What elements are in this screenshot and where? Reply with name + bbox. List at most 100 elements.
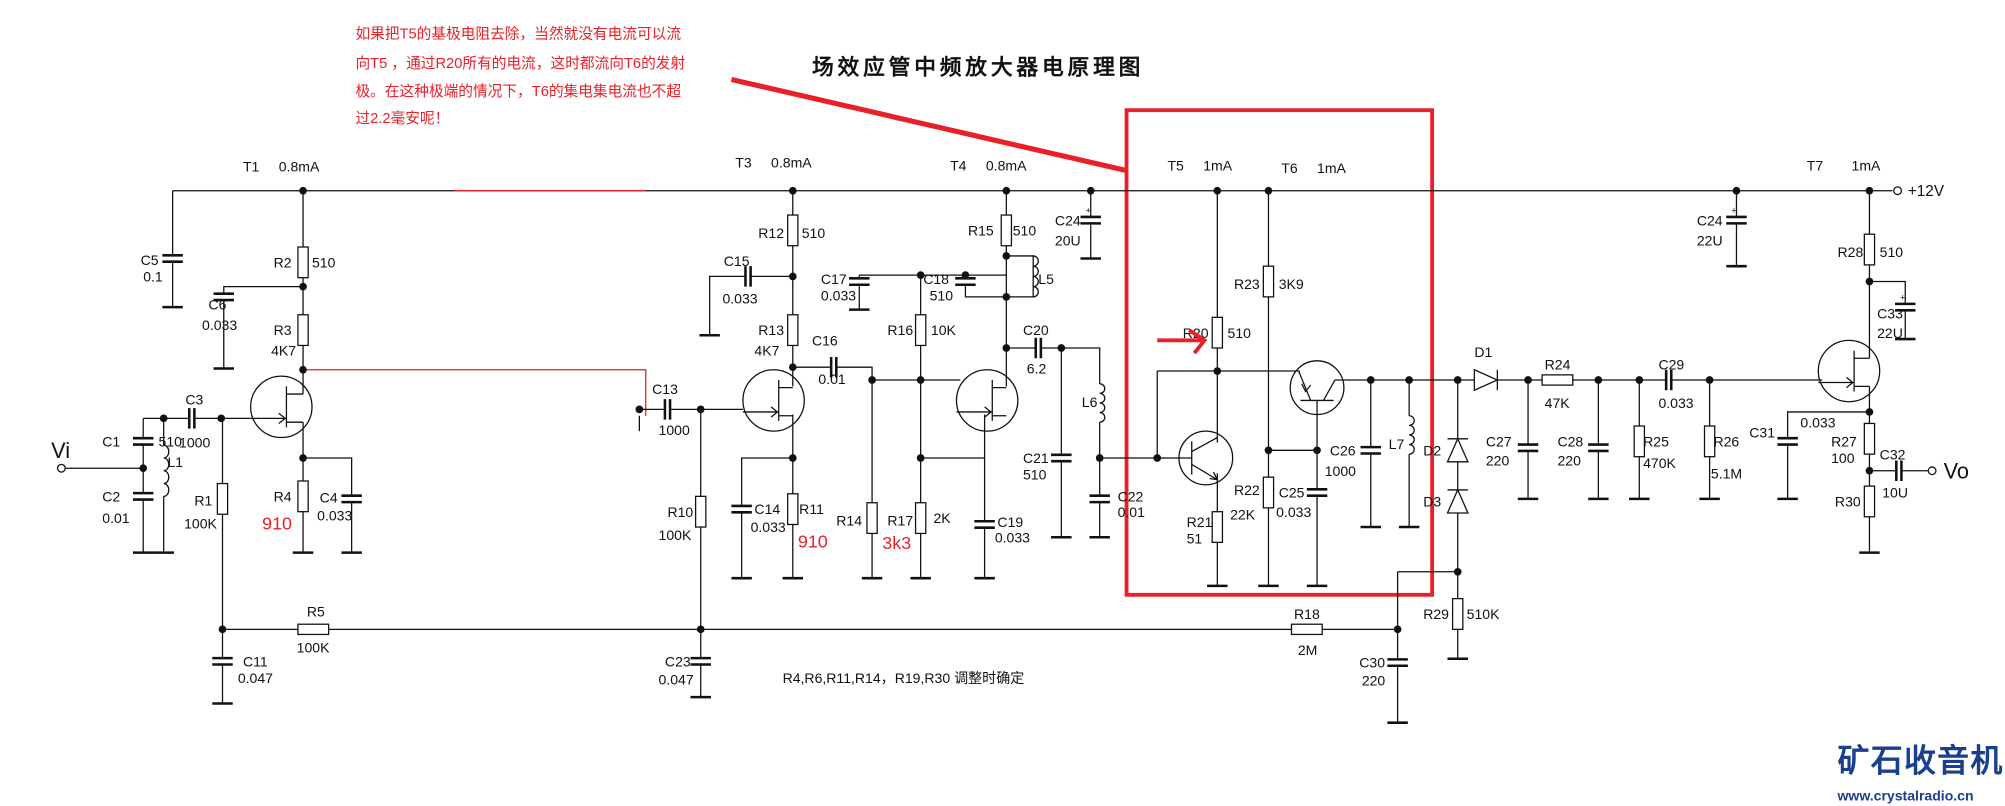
component-value: 22U [1697, 233, 1723, 249]
component-value: 0.8mA [771, 155, 812, 171]
transistor-body [1178, 430, 1234, 486]
output-terminal [1927, 466, 1937, 476]
resistor-r3 [297, 314, 309, 347]
component-ref: C2 [102, 488, 120, 504]
component-ref: R5 [307, 604, 325, 620]
component-value: 1000 [1325, 463, 1356, 479]
component-value: 0.033 [202, 317, 237, 333]
logo-url: www.crystalradio.cn [1836, 788, 1973, 804]
wire [303, 369, 647, 416]
logo: 矿石收音机 www.crystalradio.cn [1836, 742, 2002, 804]
transistor-body [955, 369, 1019, 432]
input-terminal [56, 463, 66, 473]
component-ref: C29 [1658, 357, 1684, 373]
junction-dot [916, 376, 925, 384]
component-value: 100K [184, 515, 217, 531]
component-ref: C20 [1023, 322, 1049, 338]
component-value: 510 [1023, 467, 1047, 483]
component-ref: R13 [758, 322, 784, 338]
capacitor-gap [1386, 660, 1410, 666]
junction-dot [159, 414, 168, 423]
component-value: 4K7 [271, 343, 296, 359]
component-value: 1mA [1852, 157, 1882, 173]
capacitor-c31 [1776, 436, 1800, 446]
capacitor-c3 [187, 406, 196, 430]
junction-dot [635, 405, 644, 414]
resistor-r24 [1541, 374, 1574, 386]
capacitor-gap [953, 278, 977, 285]
component-value: 220 [1362, 673, 1386, 689]
component-value: 0.033 [1658, 395, 1693, 411]
capacitor-gap [1586, 445, 1610, 451]
capacitor-gap [1359, 447, 1383, 453]
transistor-body [1289, 360, 1345, 416]
wire [1869, 280, 1906, 340]
component-value: 510 [1228, 325, 1252, 341]
component-ref: C18 [923, 271, 949, 287]
component-ref: C27 [1486, 433, 1512, 449]
component-ref: C1 [102, 433, 120, 449]
component-ref: C14 [754, 501, 780, 517]
junction-dot [1865, 466, 1874, 475]
junction-dot [1865, 186, 1874, 195]
junction-dot [1057, 344, 1066, 352]
resistor-r26 [1703, 425, 1716, 458]
component-ref: R25 [1643, 433, 1669, 449]
component-value: 0.01 [102, 510, 130, 526]
component-ref: R1 [194, 492, 212, 508]
resistor-r30 [1863, 485, 1876, 518]
junction-dot [1405, 376, 1413, 384]
component-value: 1mA [1317, 160, 1347, 176]
resistor-r27 [1863, 422, 1876, 455]
diode-d1 [1473, 368, 1499, 392]
resistor-r13 [787, 314, 799, 347]
wire [303, 457, 353, 553]
component-value: 0.8mA [986, 157, 1027, 173]
wire [1786, 411, 1870, 499]
capacitor-gap [689, 658, 713, 664]
junction-dot [1453, 376, 1462, 384]
junction-dot [1002, 293, 1011, 301]
capacitor-gap [1035, 336, 1041, 360]
component-value: 47K [1545, 395, 1571, 411]
component-value: 6.2 [1027, 361, 1047, 377]
resistor-r16 [914, 314, 927, 347]
component-value: 470K [1643, 455, 1676, 471]
component-ref: R12 [758, 225, 784, 241]
component-value: 910 [262, 514, 292, 534]
junction-dot [299, 186, 307, 195]
transistor-leads [1298, 372, 1336, 402]
component-value: 0.033 [821, 288, 856, 304]
resistor-r21 [1211, 511, 1224, 544]
transistor-leads [742, 379, 793, 421]
diode-body [1446, 437, 1469, 463]
transistor-body [1817, 339, 1881, 403]
resistor-r29 [1451, 598, 1464, 630]
capacitor-c4 [340, 494, 364, 504]
component-value: 510 [930, 288, 954, 304]
bjt-t5 [1178, 430, 1234, 486]
junction-dot [1635, 376, 1644, 384]
transistor-leads [1191, 436, 1219, 481]
junction-dot [788, 454, 797, 462]
capacitor-gap [831, 355, 837, 379]
component-value: 100K [659, 527, 692, 543]
wire [964, 255, 1034, 298]
transistor-body [249, 375, 313, 439]
component-ref: C11 [243, 653, 268, 669]
component-ref: R16 [887, 322, 913, 338]
junction-dot [1213, 186, 1222, 195]
component-value: 0.033 [1276, 504, 1311, 520]
component-ref: L6 [1082, 394, 1098, 410]
component-ref: R28 [1837, 244, 1863, 260]
junction-dot [788, 186, 797, 195]
capacitor-gap [664, 397, 671, 421]
component-ref: R11 [799, 501, 824, 517]
component-ref: C19 [997, 514, 1023, 530]
inductor-l7 [1409, 415, 1415, 455]
component-ref: R29 [1423, 606, 1449, 622]
capacitor-gap [1049, 455, 1073, 461]
capacitor-gap [730, 506, 754, 512]
resistor-r2 [297, 246, 309, 279]
component-value: 5.1M [1711, 465, 1742, 481]
